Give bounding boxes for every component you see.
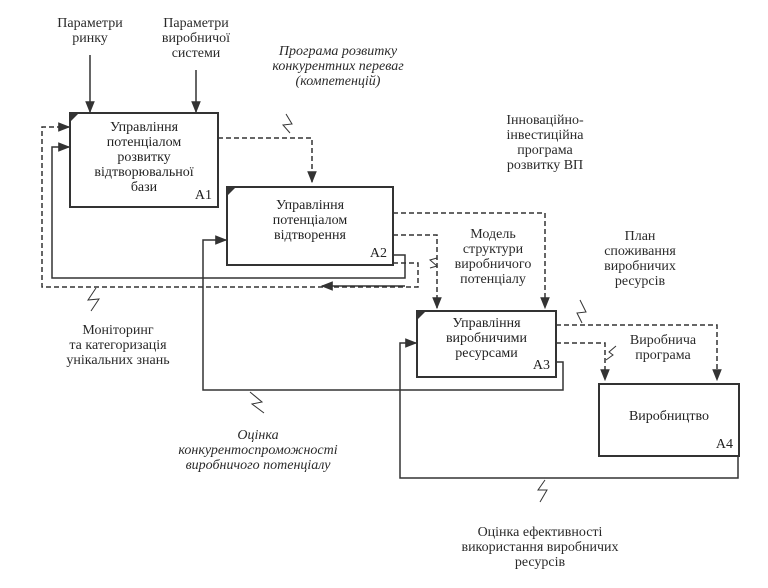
innovation-program-arrow — [393, 212, 550, 310]
block-a2: Управління потенціалом відтворення A2 — [226, 186, 394, 266]
monitoring-squiggle — [87, 287, 100, 312]
competitiveness-assessment-label: Оцінка конкурентоспроможності виробничог… — [178, 428, 338, 473]
consumption-plan-squiggle — [576, 299, 587, 324]
block-a1-title: Управління потенціалом розвитку відтворю… — [94, 120, 194, 195]
monitoring-feedback-loop-dashed — [41, 122, 419, 288]
production-program-arrow — [556, 342, 610, 382]
corner-marker — [228, 188, 235, 195]
production-program-squiggle — [605, 345, 617, 361]
efficiency-assessment-label: Оцінка ефективності використання виробни… — [461, 525, 619, 570]
efficiency-squiggle — [537, 479, 548, 503]
block-a3: Управління виробничими ресурсами A3 — [416, 310, 557, 378]
market-params-label: Параметри ринку — [57, 16, 123, 46]
production-program-label: Виробнича програма — [629, 333, 697, 363]
efficiency-feedback-loop — [399, 338, 739, 479]
competitive-program-arrow — [218, 137, 317, 184]
corner-marker — [418, 312, 425, 319]
competitive-program-label: Програма розвитку конкурентних переваг (… — [272, 44, 404, 89]
competitiveness-squiggle — [249, 391, 265, 414]
consumption-plan-arrow — [556, 324, 722, 382]
corner-marker — [71, 114, 78, 121]
monitoring-label: Моніторинг та категоризація унікальних з… — [66, 323, 170, 368]
competitive-program-squiggle — [281, 113, 293, 134]
competitiveness-feedback-loop — [202, 235, 564, 391]
production-params-label: Параметри виробничої системи — [161, 16, 231, 61]
innovation-program-label: Інноваційно- інвестиційна програма розви… — [506, 113, 584, 173]
block-a3-code: A3 — [532, 358, 550, 373]
consumption-plan-label: План споживання виробничих ресурсів — [604, 229, 676, 289]
block-a2-title: Управління потенціалом відтворення — [272, 198, 348, 243]
block-a4: Виробництво A4 — [598, 383, 740, 457]
block-a2-code: A2 — [369, 246, 387, 261]
structure-model-squiggle — [428, 257, 439, 269]
monitoring-feedback-loop — [51, 142, 406, 279]
structure-model-label: Модель структури виробничого потенціалу — [454, 227, 532, 287]
block-a4-title: Виробництво — [628, 409, 710, 424]
block-a1: Управління потенціалом розвитку відтворю… — [69, 112, 219, 208]
block-a3-title: Управління виробничими ресурсами — [445, 316, 528, 361]
block-a1-code: A1 — [194, 188, 212, 203]
block-a4-code: A4 — [715, 437, 733, 452]
structure-model-arrow — [393, 234, 442, 310]
